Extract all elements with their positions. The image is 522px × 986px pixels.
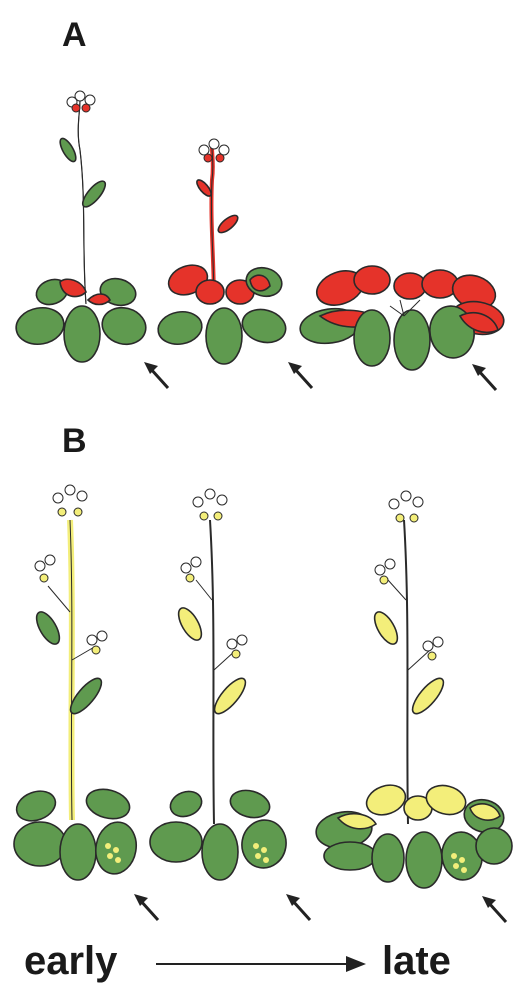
arrow-up-left-icon bbox=[134, 894, 158, 920]
timeline: early late bbox=[24, 939, 451, 983]
timeline-end-label: late bbox=[382, 939, 451, 983]
panel-a bbox=[13, 91, 506, 390]
arrow-up-left-icon bbox=[286, 894, 310, 920]
arrow-up-left-icon bbox=[288, 362, 312, 388]
arrow-up-left-icon bbox=[482, 896, 506, 922]
timeline-start-label: early bbox=[24, 939, 118, 983]
plant-a-mid bbox=[156, 139, 290, 364]
panel-a-label: A bbox=[62, 16, 87, 54]
plant-b-mid bbox=[150, 489, 290, 880]
panel-b-label: B bbox=[62, 422, 87, 460]
arrow-up-left-icon bbox=[472, 364, 496, 390]
plant-b-late bbox=[314, 491, 512, 888]
plant-a-late bbox=[298, 265, 506, 370]
flower-cluster bbox=[67, 91, 95, 112]
plant-a-early bbox=[13, 91, 150, 362]
panel-b bbox=[12, 485, 512, 922]
arrow-up-left-icon bbox=[144, 362, 168, 388]
arrow-right-icon bbox=[346, 956, 366, 972]
plant-b-early bbox=[12, 485, 140, 880]
